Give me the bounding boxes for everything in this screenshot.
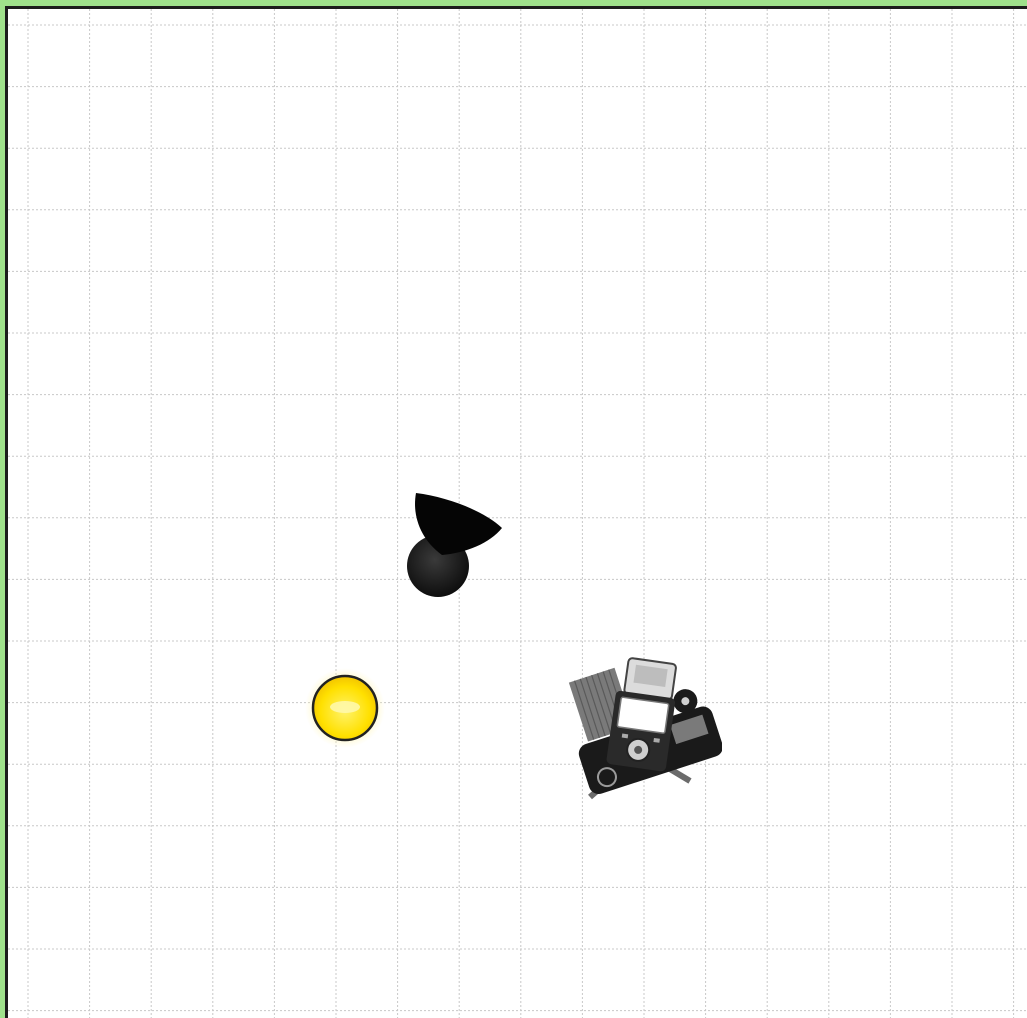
scene-canvas[interactable] [5,6,1027,1018]
grid-lines [8,9,1027,1018]
camera-with-flash-icon[interactable] [568,653,722,803]
light-bulb-icon[interactable] [304,667,386,749]
person-silhouette-icon[interactable] [398,487,510,599]
